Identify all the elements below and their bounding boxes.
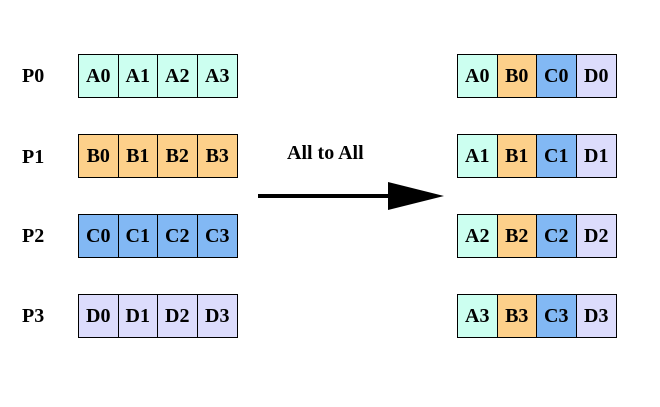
- before-block-c1: C1: [118, 215, 158, 257]
- after-block-c2: C2: [537, 215, 577, 257]
- after-block-d0: D0: [576, 55, 616, 97]
- process-label-p3: P3: [22, 305, 45, 327]
- arrow-label: All to All: [287, 142, 364, 164]
- after-block-d1: D1: [576, 135, 616, 177]
- before-block-d3: D3: [197, 295, 237, 337]
- after-block-c1: C1: [537, 135, 577, 177]
- before-block-d1: D1: [118, 295, 158, 337]
- before-block-a0: A0: [79, 55, 119, 97]
- after-block-a3: A3: [458, 295, 498, 337]
- before-block-a3: A3: [197, 55, 237, 97]
- after-block-b0: B0: [497, 55, 537, 97]
- after-block-b3: B3: [497, 295, 537, 337]
- arrow-right-icon: [256, 176, 446, 216]
- process-label-p2: P2: [22, 225, 45, 247]
- before-block-a1: A1: [118, 55, 158, 97]
- after-block-a0: A0: [458, 55, 498, 97]
- after-block-d2: D2: [576, 215, 616, 257]
- before-block-b0: B0: [79, 135, 119, 177]
- after-block-d3: D3: [576, 295, 616, 337]
- before-block-d2: D2: [158, 295, 198, 337]
- after-block-c3: C3: [537, 295, 577, 337]
- before-block-b1: B1: [118, 135, 158, 177]
- before-block-c2: C2: [158, 215, 198, 257]
- after-block-c0: C0: [537, 55, 577, 97]
- after-block-a1: A1: [458, 135, 498, 177]
- after-block-a2: A2: [458, 215, 498, 257]
- before-block-a2: A2: [158, 55, 198, 97]
- process-label-p0: P0: [22, 65, 45, 87]
- before-block-c3: C3: [197, 215, 237, 257]
- before-block-c0: C0: [79, 215, 119, 257]
- after-block-b1: B1: [497, 135, 537, 177]
- process-label-p1: P1: [22, 146, 45, 168]
- before-block-d0: D0: [79, 295, 119, 337]
- before-block-b3: B3: [197, 135, 237, 177]
- before-block-b2: B2: [158, 135, 198, 177]
- after-block-b2: B2: [497, 215, 537, 257]
